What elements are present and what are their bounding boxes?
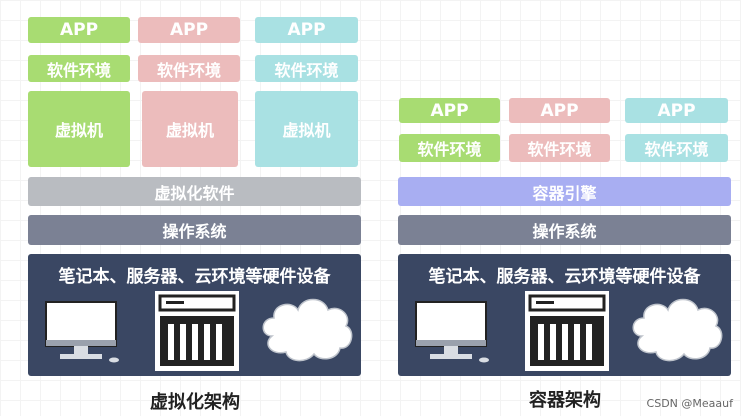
ct-env-1: 软件环境 [399,134,500,162]
vm-app-3: APP [255,17,358,43]
ct-app-2: APP [509,98,610,123]
ct-app-1: APP [399,98,500,123]
ct-env-3: 软件环境 [625,134,728,162]
laptop-icon [45,301,119,363]
ct-env-2: 软件环境 [509,134,610,162]
vm-os-layer: 操作系统 [28,215,361,245]
vm-env-3: 软件环境 [255,55,358,82]
laptop-icon [415,301,489,363]
ct-hardware-label: 笔记本、服务器、云环境等硬件设备 [428,267,701,287]
watermark: CSDN @Meaauf [646,397,733,410]
virtualization-caption: 虚拟化架构 [150,392,240,413]
container-engine-layer: 容器引擎 [398,177,731,206]
container-caption: 容器架构 [529,390,601,411]
vm-env-1: 软件环境 [28,55,130,82]
ct-app-3: APP [625,98,728,123]
hypervisor-layer: 虚拟化软件 [28,177,361,206]
server-icon [525,291,609,371]
ct-os-layer: 操作系统 [398,215,731,245]
vm-app-1: APP [28,17,130,43]
cloud-icon [262,298,353,362]
vm-box-1: 虚拟机 [28,91,130,167]
server-icon [155,291,239,371]
vm-app-2: APP [138,17,240,43]
vm-hardware-label: 笔记本、服务器、云环境等硬件设备 [58,267,331,287]
vm-box-3: 虚拟机 [255,91,358,167]
vm-box-2: 虚拟机 [142,91,238,167]
vm-env-2: 软件环境 [138,55,240,82]
cloud-icon [632,298,723,362]
